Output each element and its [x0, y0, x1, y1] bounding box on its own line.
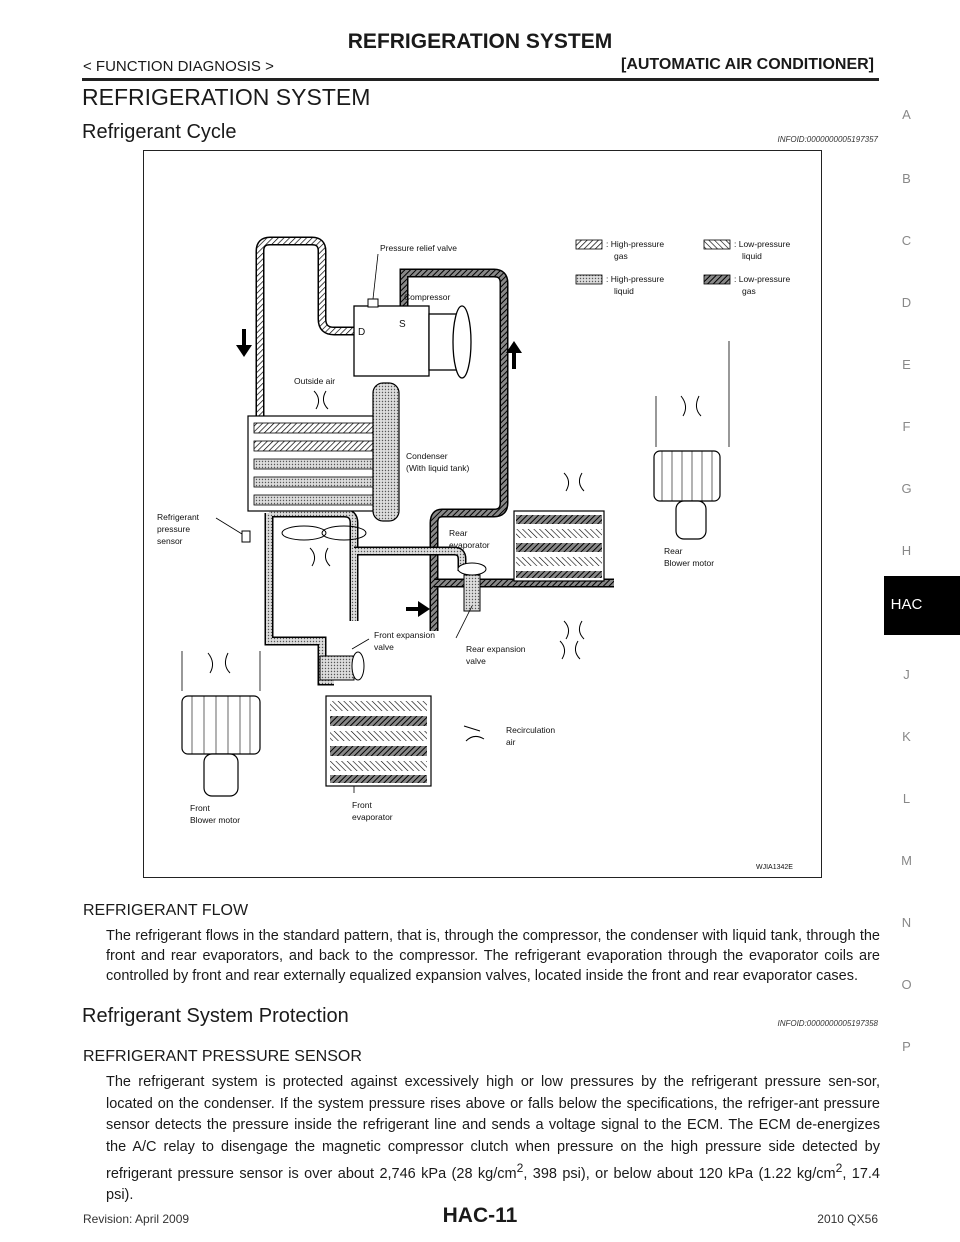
footer-revision: Revision: April 2009 [83, 1212, 190, 1226]
legend-high-pressure-gas-1: : High-pressure [606, 239, 664, 249]
nav-letter-p[interactable]: P [902, 1039, 911, 1054]
front-evaporator [325, 695, 432, 787]
pipe-high-pressure-liquid [266, 510, 357, 684]
label-front-blower-motor-1: Front [190, 803, 210, 813]
front-expansion-valve [319, 651, 365, 681]
nav-active-label: HAC [890, 596, 923, 613]
label-front-evaporator-1: Front [352, 800, 372, 810]
condenser [247, 382, 400, 522]
legend-high-pressure-gas-2: gas [614, 251, 628, 261]
header-rule [82, 78, 879, 81]
refrigerant-cycle-diagram: : High-pressure gas : Low-pressure liqui… [143, 150, 822, 878]
nav-letter-c[interactable]: C [901, 233, 912, 248]
label-pressure-relief-valve: Pressure relief valve [380, 243, 457, 253]
protection-heading: Refrigerant System Protection [82, 1005, 349, 1027]
legend-low-pressure-gas-1: : Low-pressure [734, 274, 790, 284]
liquid-tank [372, 382, 400, 522]
label-front-expansion-valve-1: Front expansion [374, 630, 435, 640]
pressure-sensor-text-3: , 17.4 psi). [106, 1165, 880, 1204]
refrigerant-flow-heading: REFRIGERANT FLOW [83, 902, 249, 919]
pressure-sensor-text-2: , 398 psi), or below about 120 kPa (1.22… [523, 1165, 836, 1182]
pressure-sensor-text-1: The refrigerant system is protected agai… [106, 1074, 880, 1182]
refrigerant-flow-text: The refrigerant flows in the standard pa… [106, 928, 880, 984]
refrigerant-cycle-info-id: INFOID:0000000005197357 [777, 135, 878, 144]
rear-expansion-valve [457, 562, 487, 612]
side-nav: A B C D E F G H HAC J K L M N O P [884, 0, 960, 1242]
legend-high-pressure-liquid-1: : High-pressure [606, 274, 664, 284]
legend-low-pressure-gas-2: gas [742, 286, 756, 296]
label-condenser-1: Condenser [406, 451, 448, 461]
label-rear-expansion-valve-2: valve [466, 656, 486, 666]
nav-active-hac[interactable]: HAC [884, 576, 960, 635]
label-front-evaporator-2: evaporator [352, 812, 393, 822]
footer-page-number: HAC-11 [442, 1204, 518, 1227]
legend-swatch-low-pressure-gas [703, 274, 731, 285]
nav-letter-l[interactable]: L [902, 791, 911, 806]
label-outside-air: Outside air [294, 376, 335, 386]
flow-arrow-up [506, 341, 522, 369]
nav-letter-f[interactable]: F [902, 419, 911, 434]
rear-blower-motor [653, 450, 721, 540]
nav-letter-d[interactable]: D [901, 295, 912, 310]
legend-swatch-high-pressure-gas [575, 239, 603, 250]
label-recirculation-air-1: Recirculation [506, 725, 555, 735]
nav-letter-j[interactable]: J [903, 667, 910, 682]
legend-high-pressure-liquid-2: liquid [614, 286, 634, 296]
legend-low-pressure-liquid-2: liquid [742, 251, 762, 261]
nav-letter-g[interactable]: G [901, 481, 912, 496]
diagram-svg: : High-pressure gas : Low-pressure liqui… [157, 236, 793, 871]
condenser-fan [281, 525, 367, 567]
page-title: REFRIGERATION SYSTEM [347, 30, 613, 53]
nav-letter-m[interactable]: M [901, 853, 912, 868]
label-rear-expansion-valve-1: Rear expansion [466, 644, 526, 654]
label-pressure-sensor-1: Refrigerant [157, 512, 200, 522]
pressure-sensor-heading: REFRIGERANT PRESSURE SENSOR [83, 1048, 362, 1065]
pressure-sensor-sup-2: 2 [835, 1161, 843, 1175]
label-rear-blower-motor-1: Rear [664, 546, 683, 556]
pressure-sensor-text: The refrigerant system is protected agai… [106, 1072, 880, 1207]
front-blower-motor [181, 651, 261, 797]
label-compressor: Compressor [404, 292, 450, 302]
protection-info-id: INFOID:0000000005197358 [777, 1019, 878, 1028]
footer-model: 2010 QX56 [817, 1212, 878, 1226]
header-section: [AUTOMATIC AIR CONDITIONER] [620, 56, 874, 73]
nav-letter-k[interactable]: K [902, 729, 911, 744]
pressure-sensor-sup-1: 2 [516, 1161, 524, 1175]
flow-arrow-down [236, 329, 252, 357]
label-rear-evaporator-1: Rear [449, 528, 468, 538]
nav-letter-h[interactable]: H [901, 543, 912, 558]
label-front-expansion-valve-2: valve [374, 642, 394, 652]
label-rear-evaporator-2: evaporator [449, 540, 490, 550]
legend-swatch-high-pressure-liquid [575, 274, 603, 285]
label-condenser-2: (With liquid tank) [406, 463, 469, 473]
rear-evaporator [513, 510, 605, 582]
compressor [353, 298, 472, 379]
nav-letter-o[interactable]: O [901, 977, 912, 992]
pipe-low-pressure-gas [401, 270, 507, 631]
legend: : High-pressure gas : Low-pressure liqui… [575, 239, 790, 296]
figure-code: WJIA1342E [756, 864, 793, 871]
label-rear-blower-motor-2: Blower motor [664, 558, 714, 568]
label-front-blower-motor-2: Blower motor [190, 815, 240, 825]
flow-arrow-right [406, 601, 430, 617]
section-title: REFRIGERATION SYSTEM [82, 84, 371, 110]
label-recirculation-air-2: air [506, 737, 516, 747]
nav-letter-n[interactable]: N [901, 915, 912, 930]
refrigerant-cycle-heading: Refrigerant Cycle [82, 121, 237, 143]
label-pressure-sensor-2: pressure [157, 524, 190, 534]
label-port-d: D [358, 327, 365, 338]
nav-letter-b[interactable]: B [902, 171, 911, 186]
refrigerant-pressure-sensor [241, 530, 251, 543]
nav-letter-e[interactable]: E [902, 357, 911, 372]
label-pressure-sensor-3: sensor [157, 536, 183, 546]
nav-letter-a[interactable]: A [902, 107, 911, 122]
header-breadcrumb: < FUNCTION DIAGNOSIS > [83, 58, 274, 75]
legend-low-pressure-liquid-1: : Low-pressure [734, 239, 790, 249]
legend-swatch-low-pressure-liquid [703, 239, 731, 250]
label-port-s: S [399, 319, 406, 330]
